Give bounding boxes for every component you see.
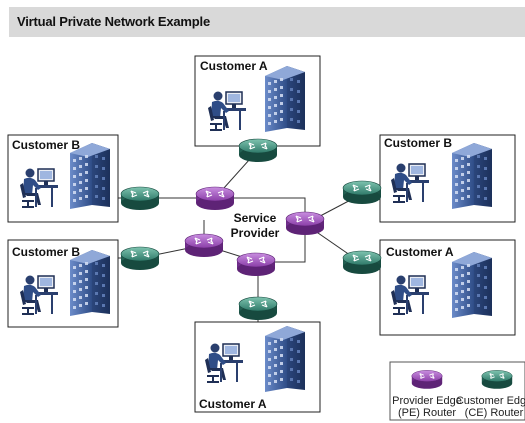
diagram-title: Virtual Private Network Example: [17, 14, 210, 29]
person-icon: [390, 274, 430, 315]
building-icon: [452, 143, 492, 209]
legend-ce-label-line1: Customer Edg: [456, 395, 525, 407]
building-icon: [265, 66, 305, 132]
core-label-line2: Provider: [231, 226, 280, 240]
legend-pe-icon: [411, 369, 443, 390]
title-bar: Virtual Private Network Example: [9, 7, 525, 37]
site-label: Customer A: [200, 59, 268, 73]
legend-ce-icon: [481, 369, 513, 390]
site-customer-b-bottom-left: Customer B: [7, 239, 119, 328]
ce-router-icon: [342, 250, 382, 275]
site-label: Customer A: [386, 245, 454, 259]
person-icon: [19, 167, 59, 208]
legend-pe-label-line1: Provider Edge: [392, 395, 462, 407]
person-icon: [207, 90, 247, 131]
site-label: Customer A: [199, 397, 267, 411]
site-customer-b-top-left: Customer B: [7, 134, 119, 223]
legend-pe-label-line2: (PE) Router: [398, 407, 456, 419]
pe-router-icon: [195, 186, 235, 211]
ce-router-icon: [342, 180, 382, 205]
legend-ce-label-line2: (CE) Router: [465, 407, 524, 419]
site-customer-b-right: Customer B: [379, 134, 516, 223]
ce-router-icon: [238, 296, 278, 321]
site-label: Customer B: [12, 245, 80, 259]
pe-router-icon: [285, 211, 325, 236]
pe-router-icon: [236, 252, 276, 277]
ce-router-icon: [120, 186, 160, 211]
building-icon: [70, 143, 110, 209]
person-icon: [19, 274, 59, 315]
person-icon: [204, 342, 244, 383]
ce-router-icon: [120, 246, 160, 271]
site-label: Customer B: [12, 138, 80, 152]
building-icon: [265, 326, 305, 392]
core-label-line1: Service: [234, 211, 277, 225]
person-icon: [390, 162, 430, 203]
site-label: Customer B: [384, 136, 452, 150]
building-icon: [452, 252, 492, 318]
ce-router-icon: [238, 138, 278, 163]
site-customer-a-bottom: Customer A: [194, 321, 321, 413]
site-customer-a-right: Customer A: [379, 239, 516, 336]
pe-router-icon: [184, 233, 224, 258]
legend: Provider Edge (PE) Router Customer Edg (…: [389, 361, 525, 421]
building-icon: [70, 250, 110, 316]
site-customer-a-top: Customer A: [194, 55, 321, 147]
